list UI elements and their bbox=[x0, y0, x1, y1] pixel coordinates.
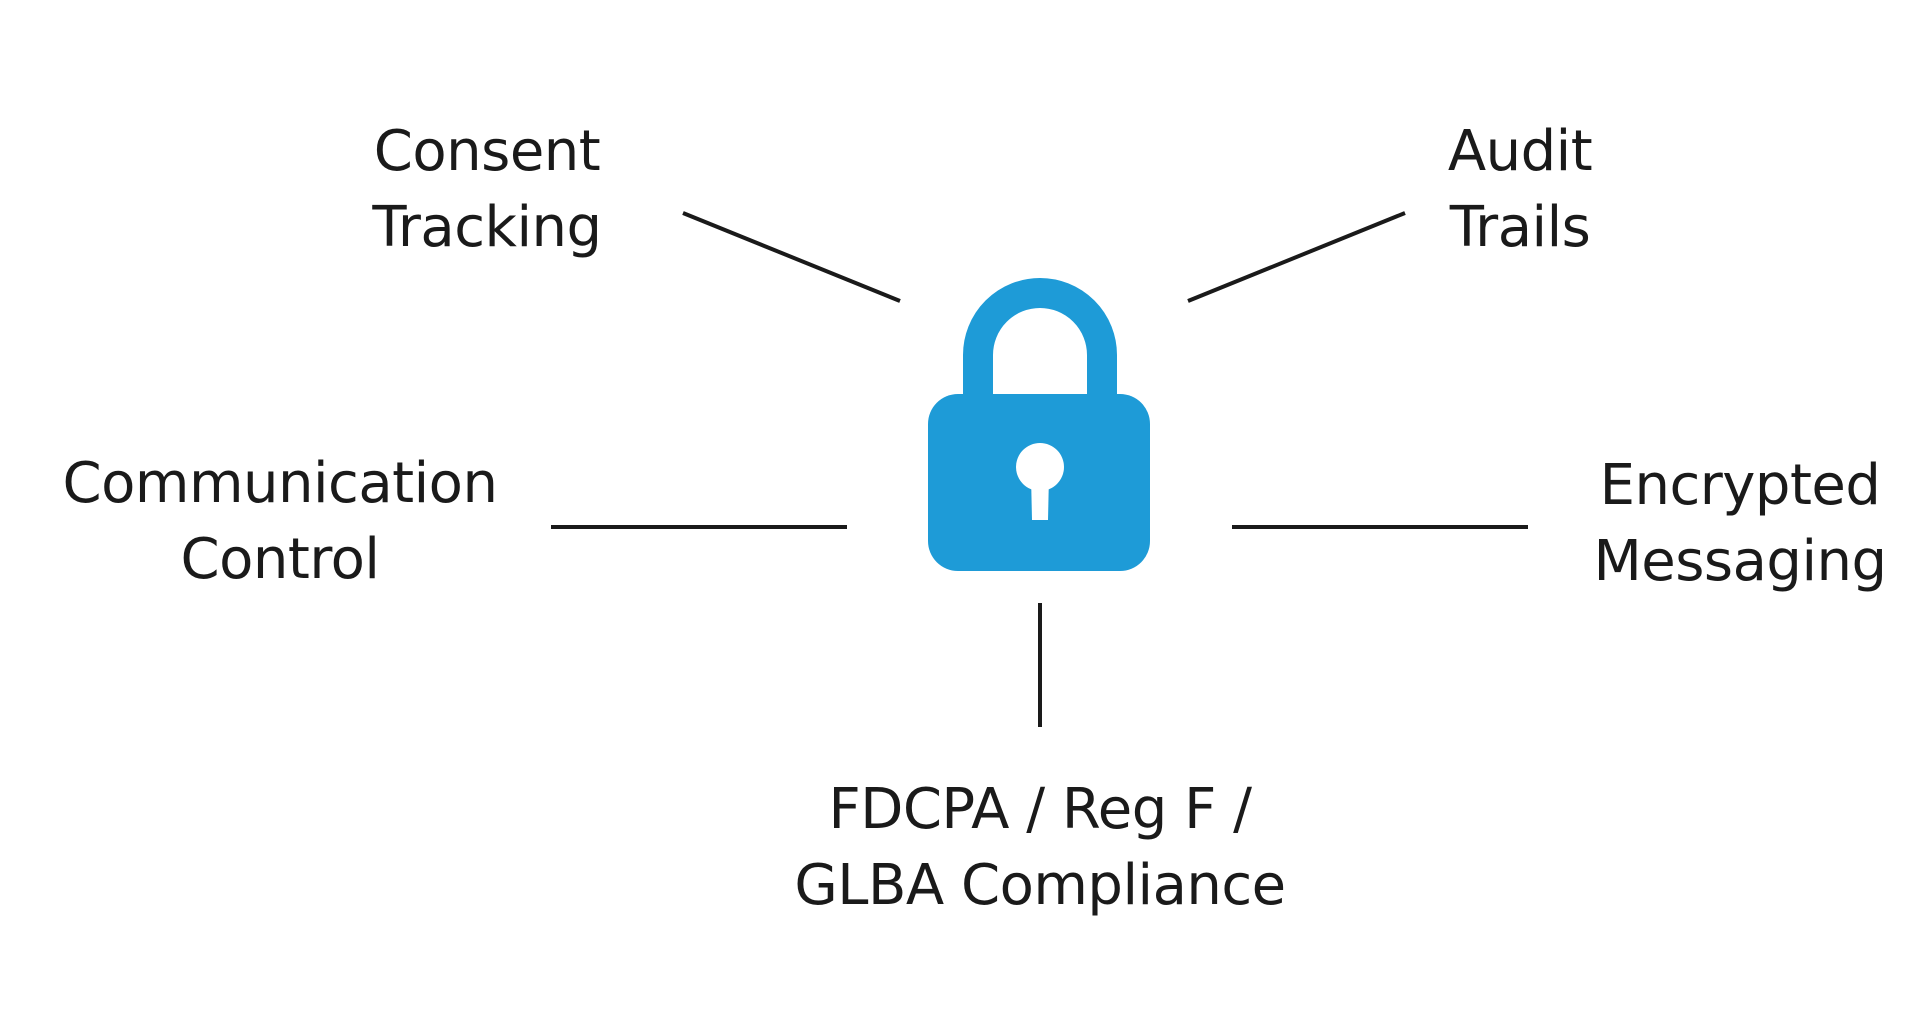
label-consent-tracking-line1: Consent bbox=[373, 119, 601, 184]
label-communication-control-line2: Control bbox=[180, 527, 380, 592]
keyhole-slot bbox=[1031, 475, 1049, 520]
label-communication-control: Communication Control bbox=[40, 446, 520, 598]
connector-audit-trails bbox=[1187, 211, 1406, 303]
label-compliance-line1: FDCPA / Reg F / bbox=[828, 777, 1252, 842]
label-audit-trails-line1: Audit bbox=[1447, 119, 1593, 184]
keyhole-icon bbox=[1016, 443, 1064, 491]
padlock-icon bbox=[928, 278, 1150, 571]
label-consent-tracking-line2: Tracking bbox=[372, 195, 602, 260]
padlock-shackle bbox=[963, 278, 1117, 400]
label-audit-trails-line2: Trails bbox=[1449, 195, 1591, 260]
label-compliance: FDCPA / Reg F / GLBA Compliance bbox=[760, 772, 1320, 924]
label-audit-trails: Audit Trails bbox=[1370, 114, 1670, 266]
label-encrypted-messaging-line2: Messaging bbox=[1593, 529, 1887, 594]
label-encrypted-messaging-line1: Encrypted bbox=[1599, 453, 1881, 518]
label-communication-control-line1: Communication bbox=[62, 451, 498, 516]
label-encrypted-messaging: Encrypted Messaging bbox=[1550, 448, 1920, 600]
label-consent-tracking: Consent Tracking bbox=[327, 114, 647, 266]
connector-consent-tracking bbox=[682, 211, 901, 303]
label-compliance-line2: GLBA Compliance bbox=[794, 853, 1286, 918]
